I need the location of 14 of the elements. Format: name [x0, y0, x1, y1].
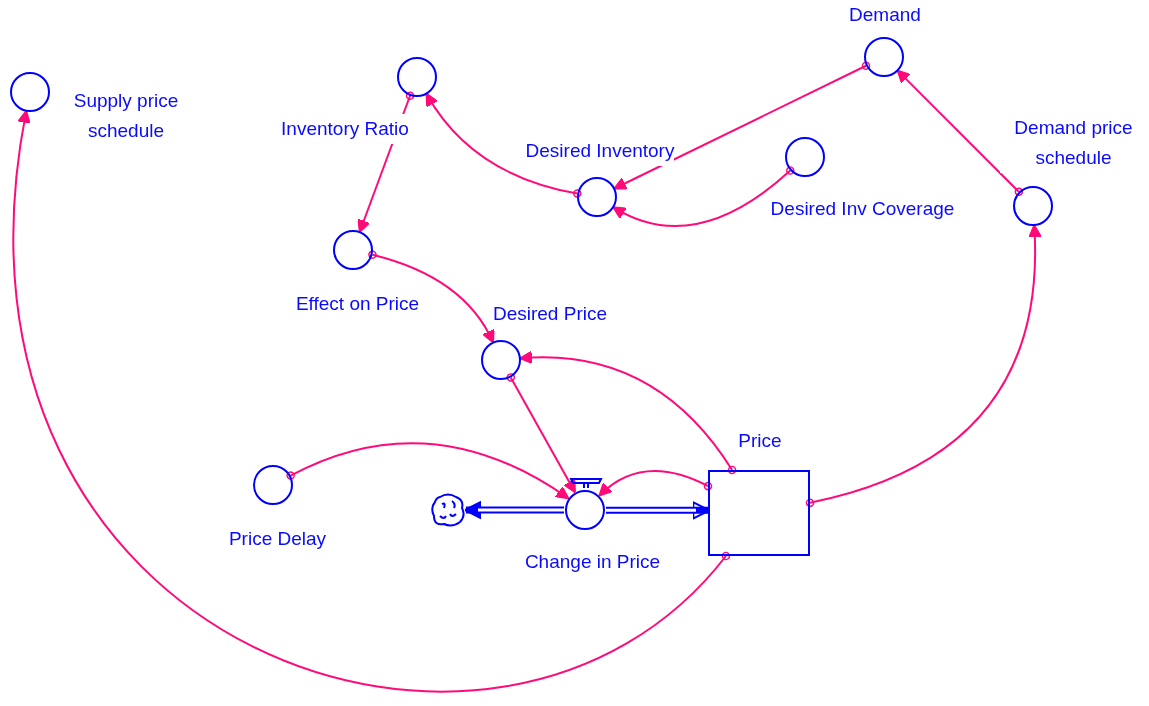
causal-arrow — [506, 373, 576, 494]
causal-arrow — [519, 351, 737, 475]
causal-arrow — [368, 250, 495, 344]
causal-arrow — [613, 61, 871, 190]
causal-arrow — [896, 69, 1024, 197]
causal-arrow — [598, 470, 713, 497]
causal-arrow — [425, 92, 582, 198]
flow-pipe — [463, 501, 564, 519]
causal-arrow — [612, 166, 795, 227]
flow-pipe — [606, 501, 711, 520]
variable-label: Inventory Ratio — [281, 114, 409, 144]
causal-arrow — [12, 109, 731, 693]
causal-arrow — [805, 224, 1042, 508]
causal-arrow — [286, 442, 570, 500]
